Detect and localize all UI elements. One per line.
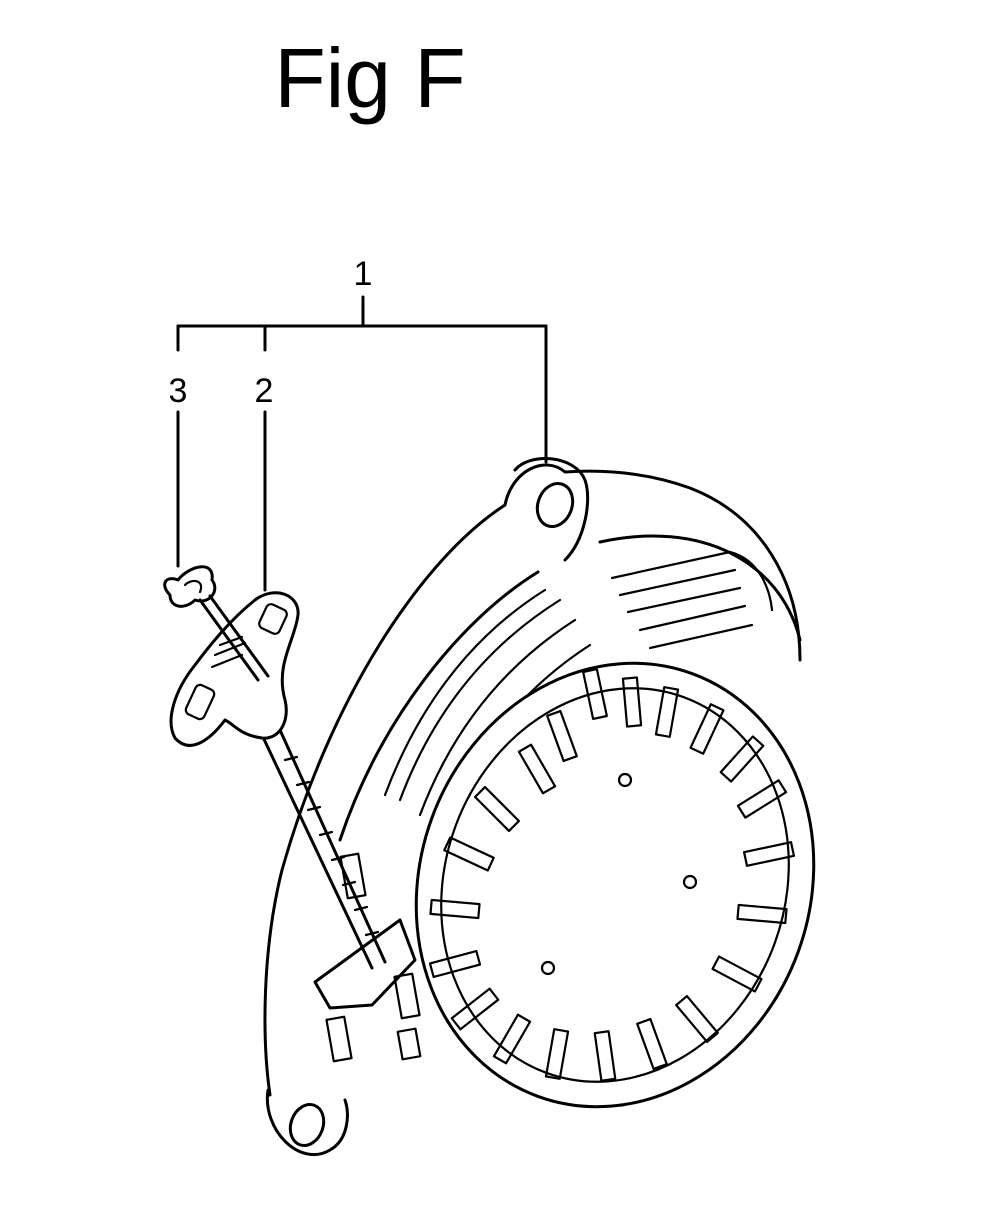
- recoil-starter-housing: [263, 457, 816, 1157]
- rope-guide: [313, 852, 422, 1063]
- bottom-mounting-ear: [265, 1088, 349, 1157]
- screw-hole-bottom: [540, 960, 556, 976]
- callout-label-1: 1: [354, 255, 373, 293]
- screw-hole-top: [617, 772, 633, 788]
- top-mounting-ear: [513, 457, 590, 562]
- rope-knot: [163, 565, 270, 682]
- housing-ribs-upper: [610, 550, 774, 650]
- callout-label-2: 2: [255, 372, 274, 410]
- callout-label-3: 3: [169, 372, 188, 410]
- figure-title: Fig F: [274, 31, 466, 125]
- screw-hole-right: [682, 874, 698, 890]
- leader-bracket: [176, 295, 548, 592]
- housing-front-face: [414, 661, 816, 1109]
- starter-rope: [260, 728, 387, 970]
- vent-slots: [428, 667, 796, 1082]
- starter-handle: [169, 591, 300, 747]
